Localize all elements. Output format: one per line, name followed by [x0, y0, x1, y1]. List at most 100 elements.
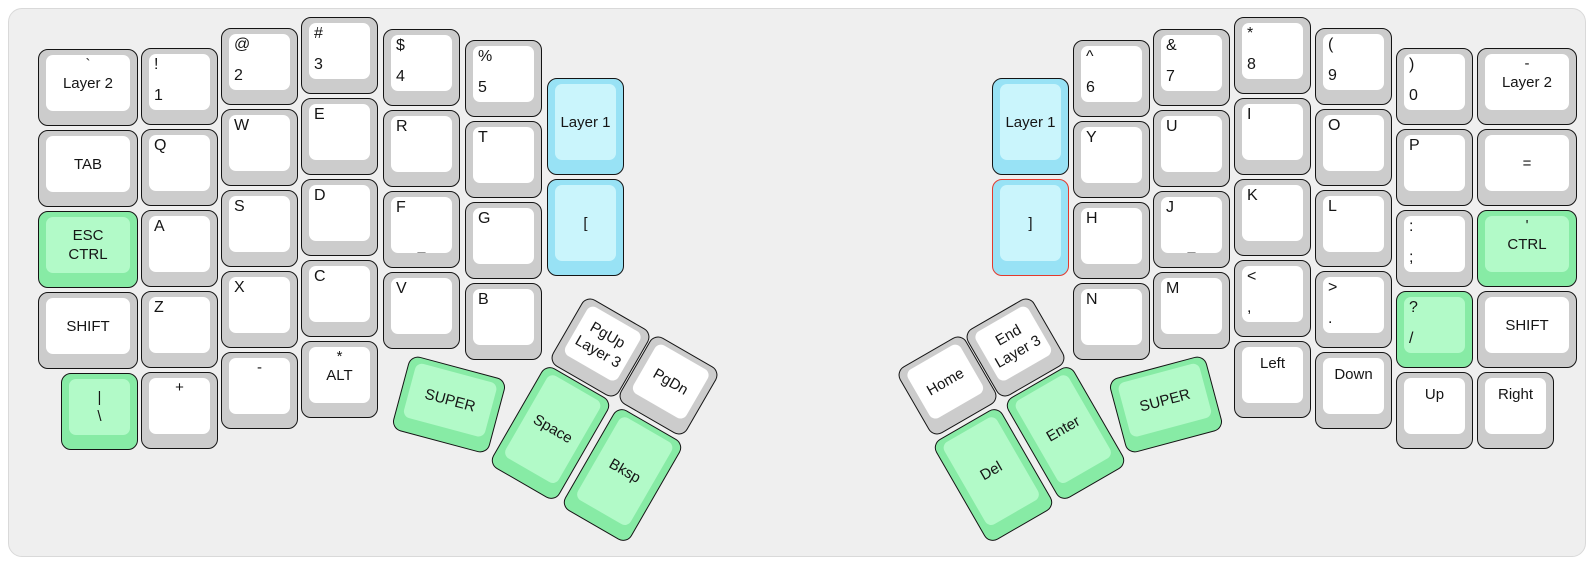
key-7[interactable]: &7: [1153, 29, 1230, 106]
key-y[interactable]: Y: [1073, 121, 1150, 198]
key-comma[interactable]: <,: [1234, 260, 1311, 337]
keycap-top: Down: [1323, 358, 1384, 414]
key-legend-primary: X: [234, 279, 245, 296]
key-shift-left[interactable]: SHIFT: [38, 292, 138, 369]
key-arrow-down[interactable]: Down: [1315, 352, 1392, 429]
keycap-top: M: [1161, 278, 1222, 334]
key-legend-top: -: [257, 359, 262, 376]
key-0[interactable]: )0: [1396, 48, 1473, 125]
keycap-top: -Layer 2: [1485, 54, 1569, 110]
key-legend-secondary: .: [1328, 310, 1333, 327]
keycap-top: C: [309, 266, 370, 322]
key-label-line: Up: [1424, 386, 1445, 403]
key-equals[interactable]: =: [1477, 129, 1577, 206]
key-label: SUPER: [1117, 362, 1213, 438]
key-c[interactable]: C: [301, 260, 378, 337]
homing-mark: _: [417, 237, 426, 253]
key-1[interactable]: !1: [141, 48, 218, 125]
keycap-top: 'CTRL: [1485, 216, 1569, 272]
key-quote-ctrl[interactable]: 'CTRL: [1477, 210, 1577, 287]
key-q[interactable]: Q: [141, 129, 218, 206]
key-2[interactable]: @2: [221, 28, 298, 105]
key-v[interactable]: V: [383, 272, 460, 349]
keycap-top: X: [229, 277, 290, 333]
key-4[interactable]: $4: [383, 29, 460, 106]
key-t[interactable]: T: [465, 121, 542, 198]
key-right-bracket[interactable]: ]: [992, 179, 1069, 276]
key-label: Down: [1323, 358, 1384, 414]
key-o[interactable]: O: [1315, 109, 1392, 186]
keycap-top: `Layer 2: [46, 55, 130, 111]
key-p[interactable]: P: [1396, 129, 1473, 206]
key-w[interactable]: W: [221, 109, 298, 186]
key-period[interactable]: >.: [1315, 271, 1392, 348]
keycap-top: =: [1485, 135, 1569, 191]
key-label-line: Home: [923, 364, 967, 399]
key-minus-left[interactable]: -: [221, 352, 298, 429]
key-6[interactable]: ^6: [1073, 40, 1150, 117]
key-n[interactable]: N: [1073, 283, 1150, 360]
key-star-alt[interactable]: *ALT: [301, 341, 378, 418]
keycap-top: Z: [149, 297, 210, 353]
key-r[interactable]: R: [383, 110, 460, 187]
key-legend-primary: K: [1247, 187, 1258, 204]
key-label-line: Bksp: [606, 455, 644, 487]
key-label-line: CTRL: [68, 246, 108, 263]
key-backtick-layer2[interactable]: `Layer 2: [38, 49, 138, 126]
key-shift-right[interactable]: SHIFT: [1477, 291, 1577, 368]
key-s[interactable]: S: [221, 190, 298, 267]
key-label-line: SUPER: [423, 385, 478, 416]
key-arrow-up[interactable]: Up: [1396, 372, 1473, 449]
key-x[interactable]: X: [221, 271, 298, 348]
key-k[interactable]: K: [1234, 179, 1311, 256]
keycap-top: Layer 1: [555, 84, 616, 160]
key-legend-primary: ^: [1086, 48, 1094, 65]
key-l[interactable]: L: [1315, 190, 1392, 267]
key-h[interactable]: H: [1073, 202, 1150, 279]
keycap-top: N: [1081, 289, 1142, 345]
keycap-top: H: [1081, 208, 1142, 264]
key-9[interactable]: (9: [1315, 28, 1392, 105]
key-a[interactable]: A: [141, 210, 218, 287]
keycap-top: Left: [1242, 347, 1303, 403]
key-legend-primary: $: [396, 37, 405, 54]
key-plus[interactable]: +: [141, 372, 218, 449]
key-tab[interactable]: TAB: [38, 130, 138, 207]
key-label-line: =: [1522, 154, 1532, 172]
keycap-top: Right: [1485, 378, 1546, 434]
key-3[interactable]: #3: [301, 17, 378, 94]
key-m[interactable]: M: [1153, 272, 1230, 349]
key-arrow-left[interactable]: Left: [1234, 341, 1311, 418]
keycap-top: @2: [229, 34, 290, 90]
key-super-left[interactable]: SUPER: [390, 354, 508, 455]
key-layer1-right[interactable]: Layer 1: [992, 78, 1069, 175]
key-super-right[interactable]: SUPER: [1107, 354, 1225, 455]
key-8[interactable]: *8: [1234, 17, 1311, 94]
key-semicolon[interactable]: :;: [1396, 210, 1473, 287]
keycap-top: $4: [391, 35, 452, 91]
key-j[interactable]: J_: [1153, 191, 1230, 268]
key-slash[interactable]: ?/: [1396, 291, 1473, 368]
key-5[interactable]: %5: [465, 40, 542, 117]
key-b[interactable]: B: [465, 283, 542, 360]
key-d[interactable]: D: [301, 179, 378, 256]
key-i[interactable]: I: [1234, 98, 1311, 175]
key-z[interactable]: Z: [141, 291, 218, 368]
keycap-top: %5: [473, 46, 534, 102]
key-legend-top: *: [336, 348, 343, 365]
key-left-bracket[interactable]: [: [547, 179, 624, 276]
key-minus-layer2[interactable]: -Layer 2: [1477, 48, 1577, 125]
key-layer1-left[interactable]: Layer 1: [547, 78, 624, 175]
key-u[interactable]: U: [1153, 110, 1230, 187]
keycap-top: ?/: [1404, 297, 1465, 353]
key-pipe-backslash[interactable]: |\: [61, 373, 138, 450]
key-label-line: ]: [1028, 214, 1033, 232]
key-label: SUPER: [402, 362, 498, 438]
key-f[interactable]: F_: [383, 191, 460, 268]
key-arrow-right[interactable]: Right: [1477, 372, 1554, 449]
key-g[interactable]: G: [465, 202, 542, 279]
keycap-top: E: [309, 104, 370, 160]
keycap-top: &7: [1161, 35, 1222, 91]
key-e[interactable]: E: [301, 98, 378, 175]
